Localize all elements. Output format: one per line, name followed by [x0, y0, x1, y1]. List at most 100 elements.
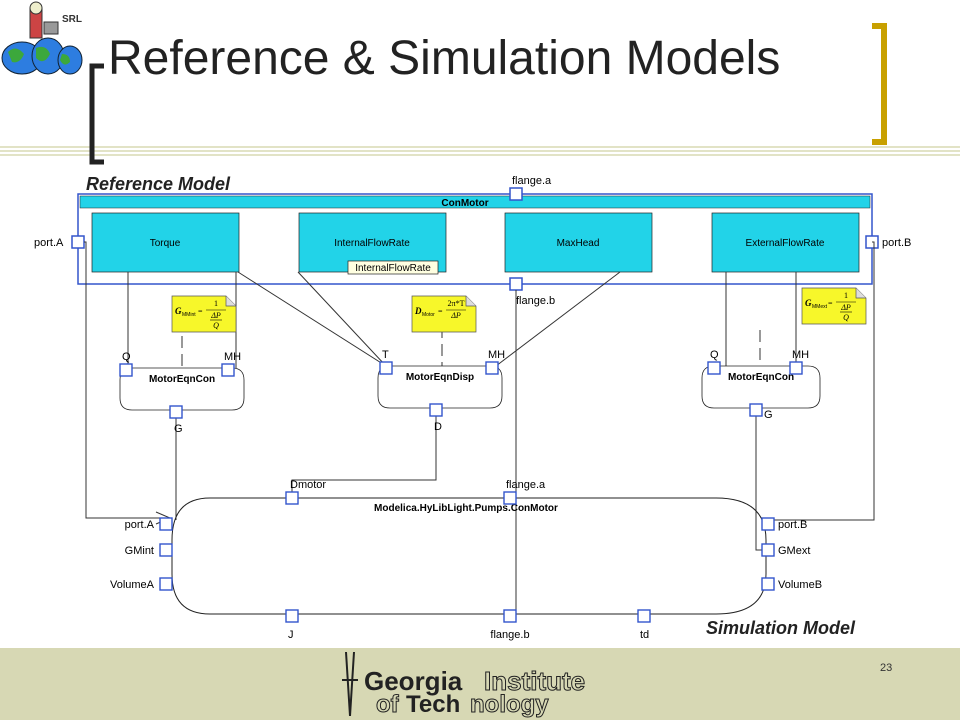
- page-number: 23: [880, 662, 893, 674]
- svg-text:MotorEqnCon: MotorEqnCon: [149, 374, 215, 385]
- tooltip-text: InternalFlowRate: [355, 263, 431, 274]
- ref-port-a[interactable]: [71, 235, 85, 249]
- footer-logo-institute: Institute: [484, 666, 585, 696]
- equation-port[interactable]: [169, 405, 183, 419]
- sim-port-td[interactable]: [637, 609, 651, 623]
- sim-port-port-b[interactable]: [761, 517, 775, 531]
- srl-globe-icon: [1, 1, 83, 75]
- simulation-title: Modelica.HyLibLight.Pumps.ConMotor: [374, 503, 558, 514]
- ref-block-label: InternalFlowRate: [334, 238, 410, 249]
- ref-block-label: Torque: [150, 238, 181, 249]
- svg-text:2π*T: 2π*T: [448, 299, 465, 308]
- equation-port-label: T: [382, 349, 389, 361]
- equation-port-label: G: [174, 423, 183, 435]
- sim-port-label: port.B: [778, 519, 807, 531]
- ref-block-externalflowrate[interactable]: [711, 212, 860, 273]
- svg-text:1: 1: [844, 291, 848, 300]
- georgia-tech-logo: Georgia Institute of Tech nology: [342, 651, 586, 719]
- conmotor-header: [79, 195, 871, 209]
- equation-port-label: Q: [122, 351, 131, 363]
- sim-port-label: J: [288, 629, 294, 641]
- svg-text:MMext: MMext: [812, 304, 828, 310]
- svg-text:G: G: [175, 306, 182, 316]
- equation-port-label: D: [434, 421, 442, 433]
- ref-block-maxhead[interactable]: [504, 212, 653, 273]
- svg-text:G: G: [805, 298, 812, 308]
- equation-block-motoreqncon[interactable]: MotorEqnCon Q MH G: [119, 351, 245, 435]
- footer-logo-tech: Tech: [406, 691, 460, 718]
- sim-port-label: Dmotor: [290, 479, 326, 491]
- sim-port-volumea[interactable]: [159, 577, 173, 591]
- svg-text:ΔP: ΔP: [450, 311, 461, 320]
- reference-model-label: Reference Model: [86, 174, 231, 194]
- svg-text:MotorEqnCon: MotorEqnCon: [728, 372, 794, 383]
- srl-logo-label: SRL: [62, 14, 82, 25]
- sim-port-label: flange.b: [490, 629, 529, 641]
- svg-text:ΔP: ΔP: [840, 303, 851, 312]
- ref-flange-b[interactable]: [509, 277, 523, 291]
- right-bracket-icon: [872, 23, 887, 145]
- equation-port[interactable]: [789, 361, 803, 375]
- sim-port-gmext[interactable]: [761, 543, 775, 557]
- equation-port-label: G: [764, 409, 773, 421]
- footer-logo-georgia: Georgia: [364, 666, 463, 696]
- equation-port[interactable]: [221, 363, 235, 377]
- simulation-block: [171, 497, 767, 615]
- sim-port-gmint[interactable]: [159, 543, 173, 557]
- sim-port-label: GMint: [125, 545, 154, 557]
- svg-text:MotorEqnDisp: MotorEqnDisp: [406, 372, 474, 383]
- sim-port-label: flange.a: [506, 479, 546, 491]
- equation-port[interactable]: [485, 361, 499, 375]
- sim-port-dmotor[interactable]: [285, 491, 299, 505]
- tech-tower-icon: [342, 651, 358, 717]
- svg-text:1: 1: [214, 299, 218, 308]
- equation-port[interactable]: [379, 361, 393, 375]
- equation-port[interactable]: [749, 403, 763, 417]
- sim-port-label: port.A: [125, 519, 155, 531]
- sim-port-label: VolumeB: [778, 579, 822, 591]
- ref-block-label: ExternalFlowRate: [746, 238, 825, 249]
- equation-port-label: Q: [710, 349, 719, 361]
- sim-port-label: GMext: [778, 545, 810, 557]
- sim-port-label: VolumeA: [110, 579, 155, 591]
- svg-text:Q: Q: [213, 321, 219, 330]
- ref-port-a-label: port.A: [34, 237, 64, 249]
- footer-band: [0, 648, 960, 720]
- ref-block-torque[interactable]: [91, 212, 240, 273]
- equation-port-label: MH: [792, 349, 809, 361]
- svg-text:=: =: [438, 307, 443, 316]
- equation-block-motoreqndisp[interactable]: MotorEqnDisp T MH D: [377, 349, 505, 433]
- sim-port-flange-b[interactable]: [503, 609, 517, 623]
- sim-port-label: td: [640, 629, 649, 641]
- sim-port-j[interactable]: [285, 609, 299, 623]
- equation-port[interactable]: [429, 403, 443, 417]
- slide-title: Reference & Simulation Models: [108, 32, 781, 85]
- svg-text:Motor: Motor: [422, 312, 435, 318]
- ref-port-b-label: port.B: [882, 237, 911, 249]
- tooltip-box: [347, 260, 439, 275]
- svg-text:MMint: MMint: [182, 312, 196, 318]
- sim-port-port-a[interactable]: [159, 517, 173, 531]
- ref-flange-a-label: flange.a: [512, 175, 552, 187]
- title-divider: [0, 146, 960, 156]
- equation-block-motoreqncon[interactable]: MotorEqnCon Q MH G: [701, 349, 821, 421]
- connection-lines: [84, 241, 875, 616]
- equation-port[interactable]: [119, 363, 133, 377]
- sim-port-flange-a[interactable]: [503, 491, 517, 505]
- svg-text:Q: Q: [843, 313, 849, 322]
- sim-port-volumeb[interactable]: [761, 577, 775, 591]
- footer-logo-nology: nology: [470, 691, 549, 718]
- svg-text:=: =: [828, 299, 833, 308]
- left-bracket-icon: [89, 63, 104, 165]
- equation-port[interactable]: [707, 361, 721, 375]
- conmotor-title: ConMotor: [441, 198, 488, 209]
- equation-port-label: MH: [488, 349, 505, 361]
- ref-flange-b-label: flange.b: [516, 295, 555, 307]
- ref-flange-a[interactable]: [509, 187, 523, 201]
- equation-port-label: MH: [224, 351, 241, 363]
- svg-text:D: D: [414, 306, 422, 316]
- ref-block-label: MaxHead: [557, 238, 600, 249]
